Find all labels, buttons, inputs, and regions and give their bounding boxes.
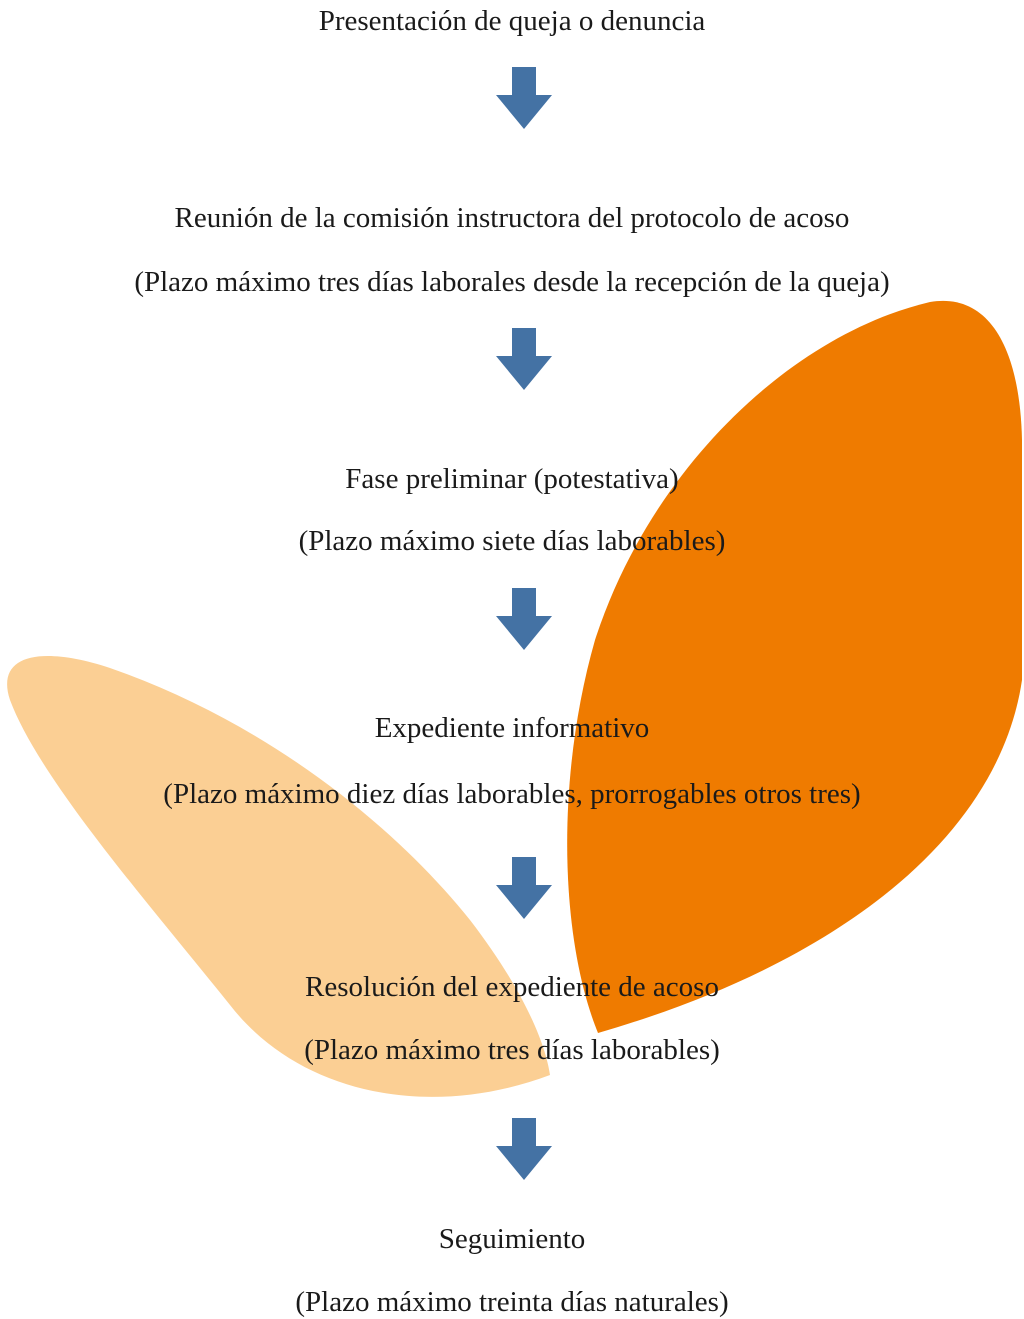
step-fase-preliminar-title: Fase preliminar (potestativa)	[345, 463, 679, 495]
arrow-down-icon	[496, 1118, 552, 1180]
light-petal-shape	[7, 656, 550, 1097]
step-fase-preliminar-deadline: (Plazo máximo siete días laborables)	[298, 525, 726, 557]
step-resolucion-deadline: (Plazo máximo tres días laborables)	[304, 1034, 720, 1066]
step-seguimiento-deadline: (Plazo máximo treinta días naturales)	[295, 1286, 729, 1318]
step-seguimiento-title: Seguimiento	[438, 1223, 586, 1255]
step-expediente-title: Expediente informativo	[374, 712, 650, 744]
arrow-down-icon	[496, 328, 552, 390]
dark-petal-shape	[567, 300, 1022, 1033]
step-resolucion-title: Resolución del expediente de acoso	[305, 971, 719, 1003]
arrow-down-icon	[496, 67, 552, 129]
arrow-down-icon	[496, 857, 552, 919]
step-presentacion-title: Presentación de queja o denuncia	[318, 5, 706, 37]
step-reunion-title: Reunión de la comisión instructora del p…	[174, 202, 850, 234]
step-reunion-deadline: (Plazo máximo tres días laborales desde …	[134, 266, 890, 298]
arrow-down-icon	[496, 588, 552, 650]
step-expediente-deadline: (Plazo máximo diez días laborables, pror…	[163, 778, 861, 810]
